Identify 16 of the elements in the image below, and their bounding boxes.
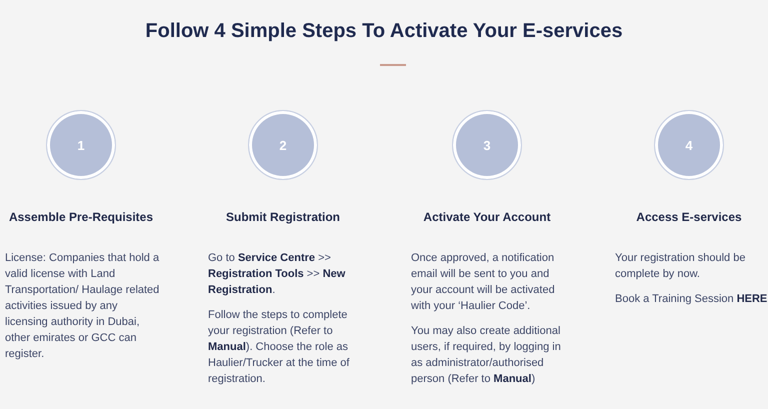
step-heading: Assemble Pre-Requisites	[8, 210, 154, 225]
step-description: You may also create additional users, if required, by logging in as administrator/authorised person (Refer to Manual)	[411, 324, 562, 387]
page-title: Follow 4 Simple Steps To Activate Your E-services	[145, 20, 623, 42]
step-heading: Access E-services	[636, 210, 742, 225]
step-description: Your registration should be complete by now.	[615, 251, 746, 282]
step-heading: Submit Registration	[226, 210, 340, 225]
step-description: License: Companies that hold a valid license with Land Transportation/ Haulage related activities issued by any licensing authority in Dubai, other emirates or GCC can register.	[5, 251, 160, 362]
step-number: 1	[77, 138, 85, 152]
step-number: 4	[685, 138, 693, 152]
step-description: Follow the steps to complete your registration (Refer to Manual). Choose the role as Haulier/Trucker at the time of registration.	[208, 308, 350, 387]
step-description: Book a Training Session HERE	[615, 292, 768, 307]
step-number: 2	[279, 138, 287, 152]
step-description: Once approved, a notification email will be sent to you and your account will be activated with your ‘Haulier Code’.	[411, 251, 556, 314]
step-heading: Activate Your Account	[423, 210, 551, 225]
step-description: Go to Service Centre >> Registration Tools >> New Registration.	[208, 251, 346, 298]
step-number: 3	[483, 138, 491, 152]
